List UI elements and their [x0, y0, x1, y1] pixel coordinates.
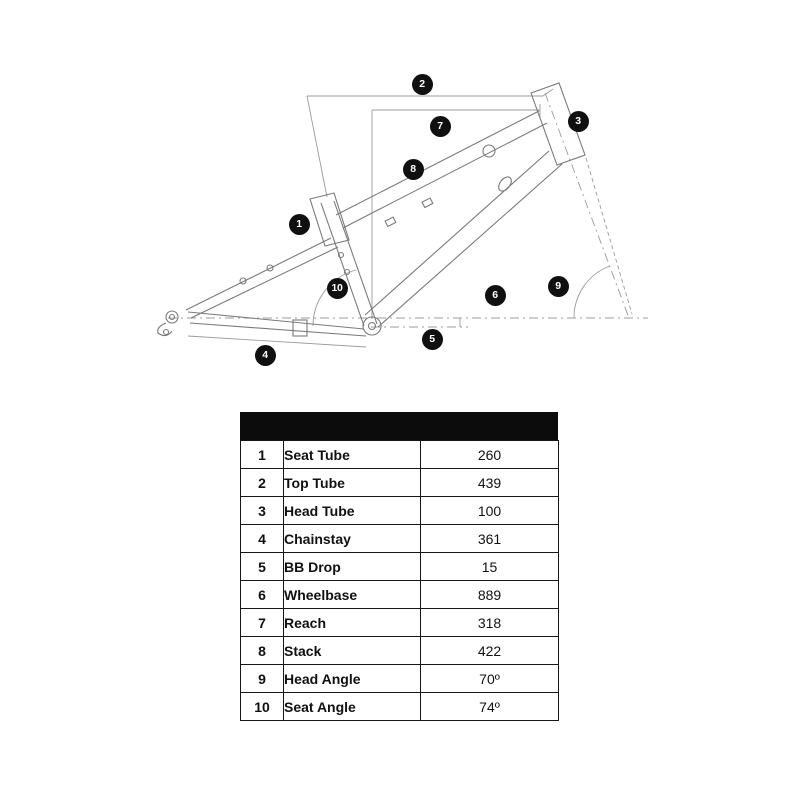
cell-label: Seat Tube: [283, 440, 421, 469]
head-tube: [530, 82, 586, 166]
cell-num: 8: [240, 636, 284, 665]
cell-num: 6: [240, 580, 284, 609]
cell-value: 260: [420, 440, 559, 469]
cell-num: 10: [240, 692, 284, 721]
cable-stop: [239, 277, 247, 285]
diagram-marker-3: 3: [567, 110, 589, 132]
bottle-boss: [337, 251, 345, 259]
seat-stay-line: [190, 246, 339, 319]
diagram-marker-7: 7: [429, 115, 451, 137]
cell-label: Stack: [283, 636, 421, 665]
fork-line: [585, 157, 633, 315]
cell-value: 361: [420, 524, 559, 553]
diagram-marker-5: 5: [421, 328, 443, 350]
diagram-marker-4: 4: [254, 344, 276, 366]
cell-label: Reach: [283, 608, 421, 637]
cell-value: 889: [420, 580, 559, 609]
cell-value: 439: [420, 468, 559, 497]
cell-label: Head Tube: [283, 496, 421, 525]
head-angle-arc: [573, 265, 611, 319]
cable-stop: [266, 264, 274, 272]
frame-tubes: [157, 82, 586, 337]
dimension-lines: [168, 88, 648, 348]
cell-label: Chainstay: [283, 524, 421, 553]
cell-num: 9: [240, 664, 284, 693]
cell-label: Head Angle: [283, 664, 421, 693]
cell-value: 15: [420, 552, 559, 581]
cell-num: 2: [240, 468, 284, 497]
bottom-bracket-center: [367, 321, 377, 331]
seat-stay-line: [185, 237, 332, 311]
cable-guide: [384, 216, 397, 228]
cell-value: 70º: [420, 664, 559, 693]
diagram-marker-8: 8: [402, 158, 424, 180]
cell-label: Wheelbase: [283, 580, 421, 609]
gusset: [498, 176, 512, 192]
rear-dropout: [165, 310, 179, 324]
chainstay-dimension-line: [187, 335, 367, 348]
cell-value: 100: [420, 496, 559, 525]
chainstay-line: [189, 322, 367, 337]
cell-value: 422: [420, 636, 559, 665]
cell-label: Top Tube: [283, 468, 421, 497]
rear-axle: [168, 313, 176, 321]
extension-line-head: [542, 88, 554, 97]
seat-cluster: [309, 192, 350, 247]
cell-value: 318: [420, 608, 559, 637]
seat-tube-line: [320, 202, 365, 327]
cell-value: 74º: [420, 692, 559, 721]
diagram-marker-2: 2: [411, 73, 433, 95]
chainstay-line: [187, 311, 365, 330]
head-tube-axis-line: [544, 92, 630, 319]
bottle-boss: [343, 268, 351, 276]
table-header-bar: [240, 412, 558, 440]
frame-line-drawing: [157, 82, 648, 348]
cell-num: 3: [240, 496, 284, 525]
down-tube-line: [377, 163, 563, 328]
extension-line-seat: [306, 95, 328, 198]
seat-tube-line: [333, 200, 378, 325]
top-tube-line: [342, 122, 548, 229]
derailleur-hanger: [157, 322, 173, 337]
cable-guide: [421, 197, 434, 209]
kickstand-plate: [292, 319, 308, 337]
cell-label: BB Drop: [283, 552, 421, 581]
seat-angle-arc: [312, 269, 357, 327]
hanger-bolt: [162, 328, 170, 336]
diagram-marker-9: 9: [547, 275, 569, 297]
diagram-marker-10: 10: [326, 277, 348, 299]
diagram-marker-6: 6: [484, 284, 506, 306]
cell-num: 5: [240, 552, 284, 581]
cell-num: 4: [240, 524, 284, 553]
bottom-bracket: [362, 316, 382, 336]
head-badge: [482, 144, 496, 158]
diagram-marker-1: 1: [288, 213, 310, 235]
cell-num: 1: [240, 440, 284, 469]
top-tube-line: [335, 110, 540, 216]
down-tube-line: [364, 150, 550, 316]
cell-label: Seat Angle: [283, 692, 421, 721]
cell-num: 7: [240, 608, 284, 637]
